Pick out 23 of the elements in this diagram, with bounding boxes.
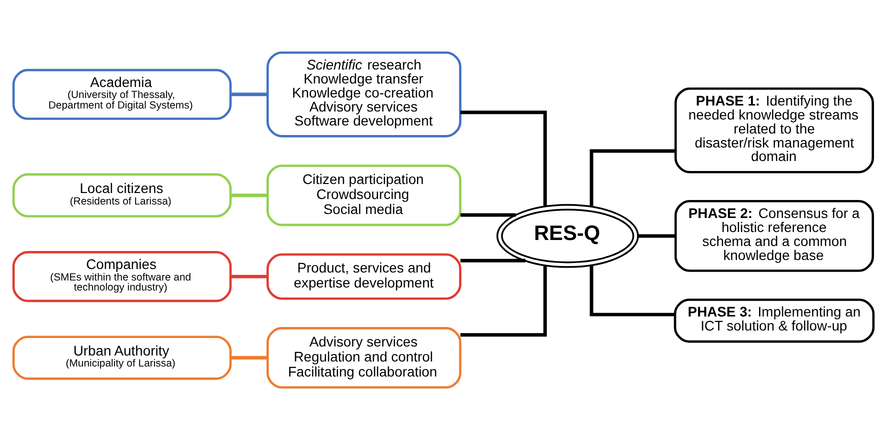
node-box: PHASE 3: Implementing an ICT solution & follow-up [674,298,875,343]
connector [230,92,268,96]
node-box: Academia (University of Thessaly, Department of Digital Systems) [12,68,232,120]
connector [460,213,516,217]
connector [460,258,526,262]
node-ellipse: RES-Q [496,204,639,268]
connector [590,149,676,207]
connector [460,110,547,207]
connector [230,274,268,278]
node-box: Local citizens (Residents of Larissa) [12,173,232,218]
node-box: Advisory services Regulation and control Facilitating collaboration [266,327,462,389]
connector [230,194,268,198]
node-box: PHASE 1: Identifying the needed knowledge streams related to the disaster/risk management domain [674,87,874,174]
node-box: PHASE 2: Consensus for a holistic reference schema and a common knowledge base [674,200,874,272]
node-box: Urban Authority (Municipality of Larissa) [12,336,232,380]
connector [638,234,676,238]
node-box: Companies (SMEs within the software and technology industry) [12,251,232,302]
connector [590,265,675,316]
node-box: Product, services and expertise development [266,253,462,300]
node-box: Scientific research Knowledge transfer Knowledge co-creation Advisory services Software development [266,51,462,138]
node-box: Citizen participation Crowdsourcing Social media [266,164,462,226]
connector [230,356,268,360]
connector [460,266,547,337]
